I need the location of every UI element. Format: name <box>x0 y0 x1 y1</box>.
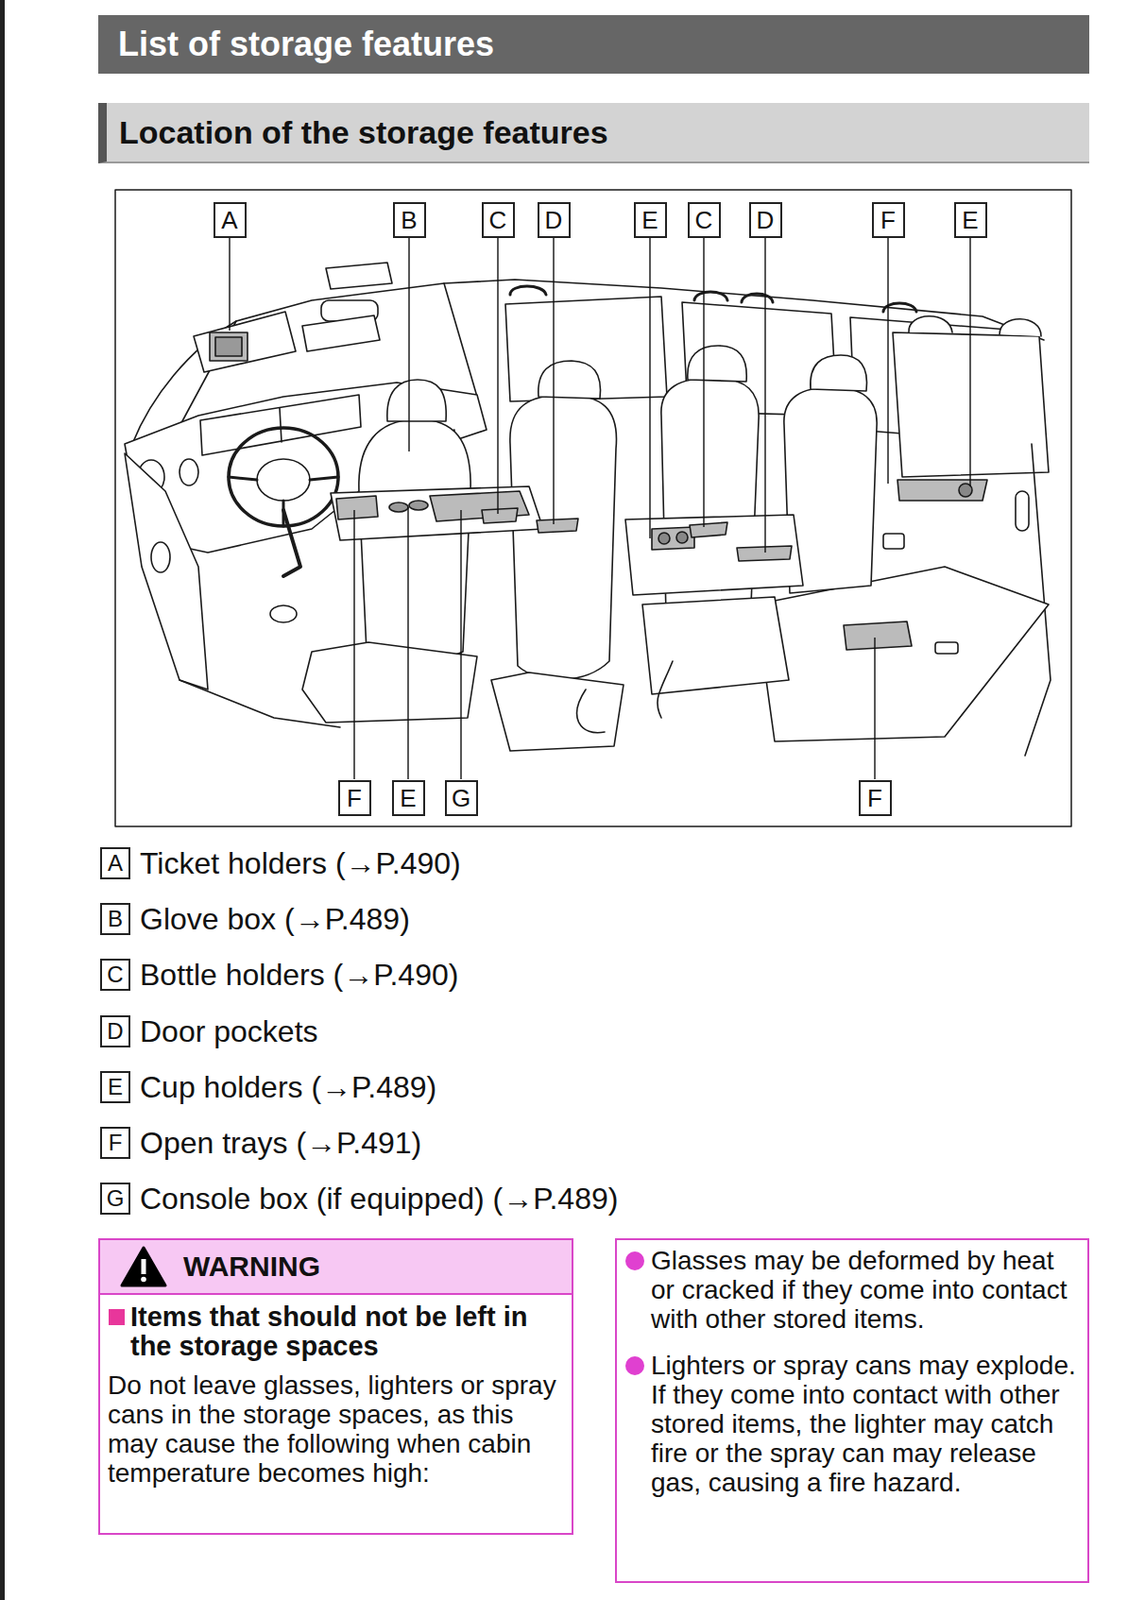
bullet-dot <box>625 1356 645 1376</box>
callout-text: D <box>545 204 564 237</box>
legend-letter: B <box>100 903 131 936</box>
callout-text: A <box>107 849 123 878</box>
section-heading: Location of the storage features <box>106 102 1090 162</box>
legend-description: Open trays (→P.491) <box>139 1125 422 1162</box>
callout-letter: F <box>858 780 892 817</box>
callout-text: F <box>346 782 362 815</box>
callout-text: G <box>451 782 471 815</box>
legend-letter: E <box>100 1071 131 1104</box>
callout-letter: D <box>749 202 783 239</box>
callout-text: D <box>756 204 775 237</box>
section-band: Location of the storage features <box>98 102 1090 164</box>
warning-icon <box>119 1245 169 1289</box>
note-bullet-text: Glasses may be deformed by heat or crack… <box>624 1246 1078 1334</box>
legend-letter: F <box>100 1127 131 1160</box>
callout-letter: E <box>954 202 988 239</box>
legend-description: Cup holders (→P.489) <box>139 1069 437 1106</box>
callout-letter: C <box>481 202 515 239</box>
legend-letter: C <box>100 958 131 992</box>
legend-description: Ticket holders (→P.490) <box>139 845 462 882</box>
callout-text: G <box>106 1184 125 1214</box>
callout-text: E <box>107 1073 123 1102</box>
warning-subheading: Items that should not be left in the sto… <box>107 1302 564 1362</box>
callout-text: E <box>399 782 416 815</box>
note-bullet-text: Lighters or spray cans may explode. If t… <box>624 1350 1078 1498</box>
warning-header: WARNING <box>100 1240 572 1296</box>
legend-description: Console box (if equipped) (→P.489) <box>139 1180 618 1217</box>
car-interior <box>115 189 1072 827</box>
callout-text: D <box>106 1017 123 1046</box>
legend-description: Bottle holders (→P.490) <box>139 957 459 993</box>
bullet-square <box>108 1309 125 1326</box>
callout-letter: F <box>871 202 906 239</box>
callout-letter: F <box>338 780 372 817</box>
callout-text: B <box>400 204 417 237</box>
callout-letter: C <box>687 202 721 239</box>
bullet-dot <box>625 1251 645 1271</box>
legend-letter: G <box>100 1182 131 1215</box>
warning-body: Do not leave glasses, lighters or spray … <box>107 1370 564 1488</box>
callout-letter: E <box>633 202 667 239</box>
callout-letter: B <box>393 202 427 239</box>
callout-text: A <box>221 204 238 237</box>
title-bar: List of storage features <box>98 15 1090 74</box>
warning-heading: WARNING <box>183 1240 321 1294</box>
leader-lines <box>229 238 971 780</box>
callout-text: F <box>880 204 896 237</box>
legend-letter: D <box>100 1015 131 1048</box>
callout-letter: G <box>444 780 479 817</box>
callout-text: C <box>489 204 508 237</box>
legend-description: Door pockets <box>139 1013 319 1050</box>
callout-text: F <box>108 1128 123 1158</box>
callout-text: B <box>107 905 123 934</box>
callout-text: E <box>641 204 658 237</box>
callout-letter: E <box>392 780 426 817</box>
callout-letter: D <box>537 202 571 239</box>
callout-text: C <box>106 960 123 990</box>
page-edge <box>0 0 5 1600</box>
legend-letter: A <box>100 847 131 880</box>
caution-note-box: Glasses may be deformed by heat or crack… <box>615 1238 1090 1584</box>
callout-text: E <box>961 204 978 237</box>
callout-letter: A <box>213 202 247 239</box>
callout-text: F <box>867 782 883 815</box>
warning-box: Items that should not be left in the sto… <box>98 1238 574 1536</box>
legend-description: Glove box (→P.489) <box>139 901 411 938</box>
callout-text: C <box>695 204 714 237</box>
page-title: List of storage features <box>98 15 1090 74</box>
